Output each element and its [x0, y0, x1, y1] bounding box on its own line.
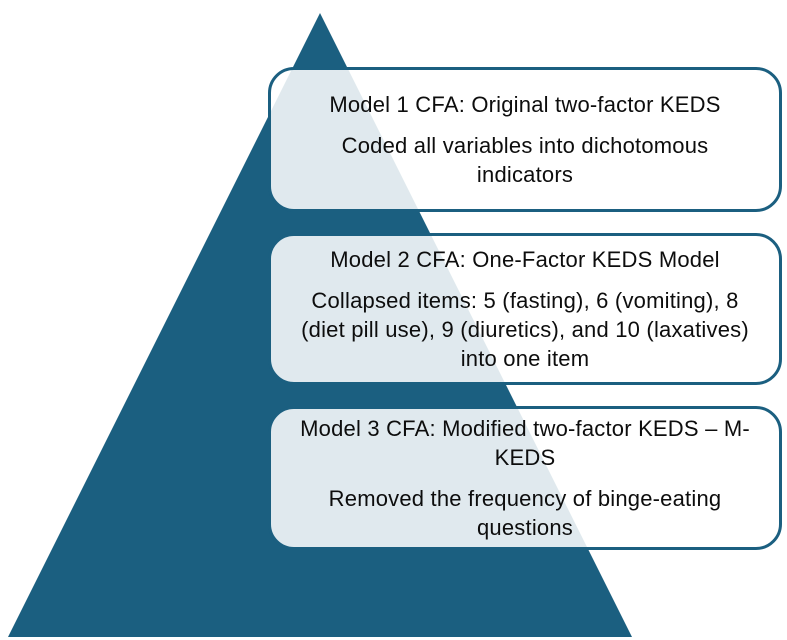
model-1-description: Coded all variables into dichotomous ind…	[341, 133, 715, 187]
model-2-box: Model 2 CFA: One-Factor KEDS Model Colla…	[268, 233, 782, 385]
model-3-title: Model 3 CFA: Modified two-factor KEDS – …	[300, 416, 750, 470]
model-3-box: Model 3 CFA: Modified two-factor KEDS – …	[268, 406, 782, 550]
model-3-description: Removed the frequency of binge-eating qu…	[328, 486, 728, 540]
model-1-box: Model 1 CFA: Original two-factor KEDS Co…	[268, 67, 782, 212]
model-2-title: Model 2 CFA: One-Factor KEDS Model	[330, 247, 720, 272]
model-1-title: Model 1 CFA: Original two-factor KEDS	[329, 92, 721, 117]
model-2-description: Collapsed items: 5 (fasting), 6 (vomitin…	[301, 288, 762, 371]
